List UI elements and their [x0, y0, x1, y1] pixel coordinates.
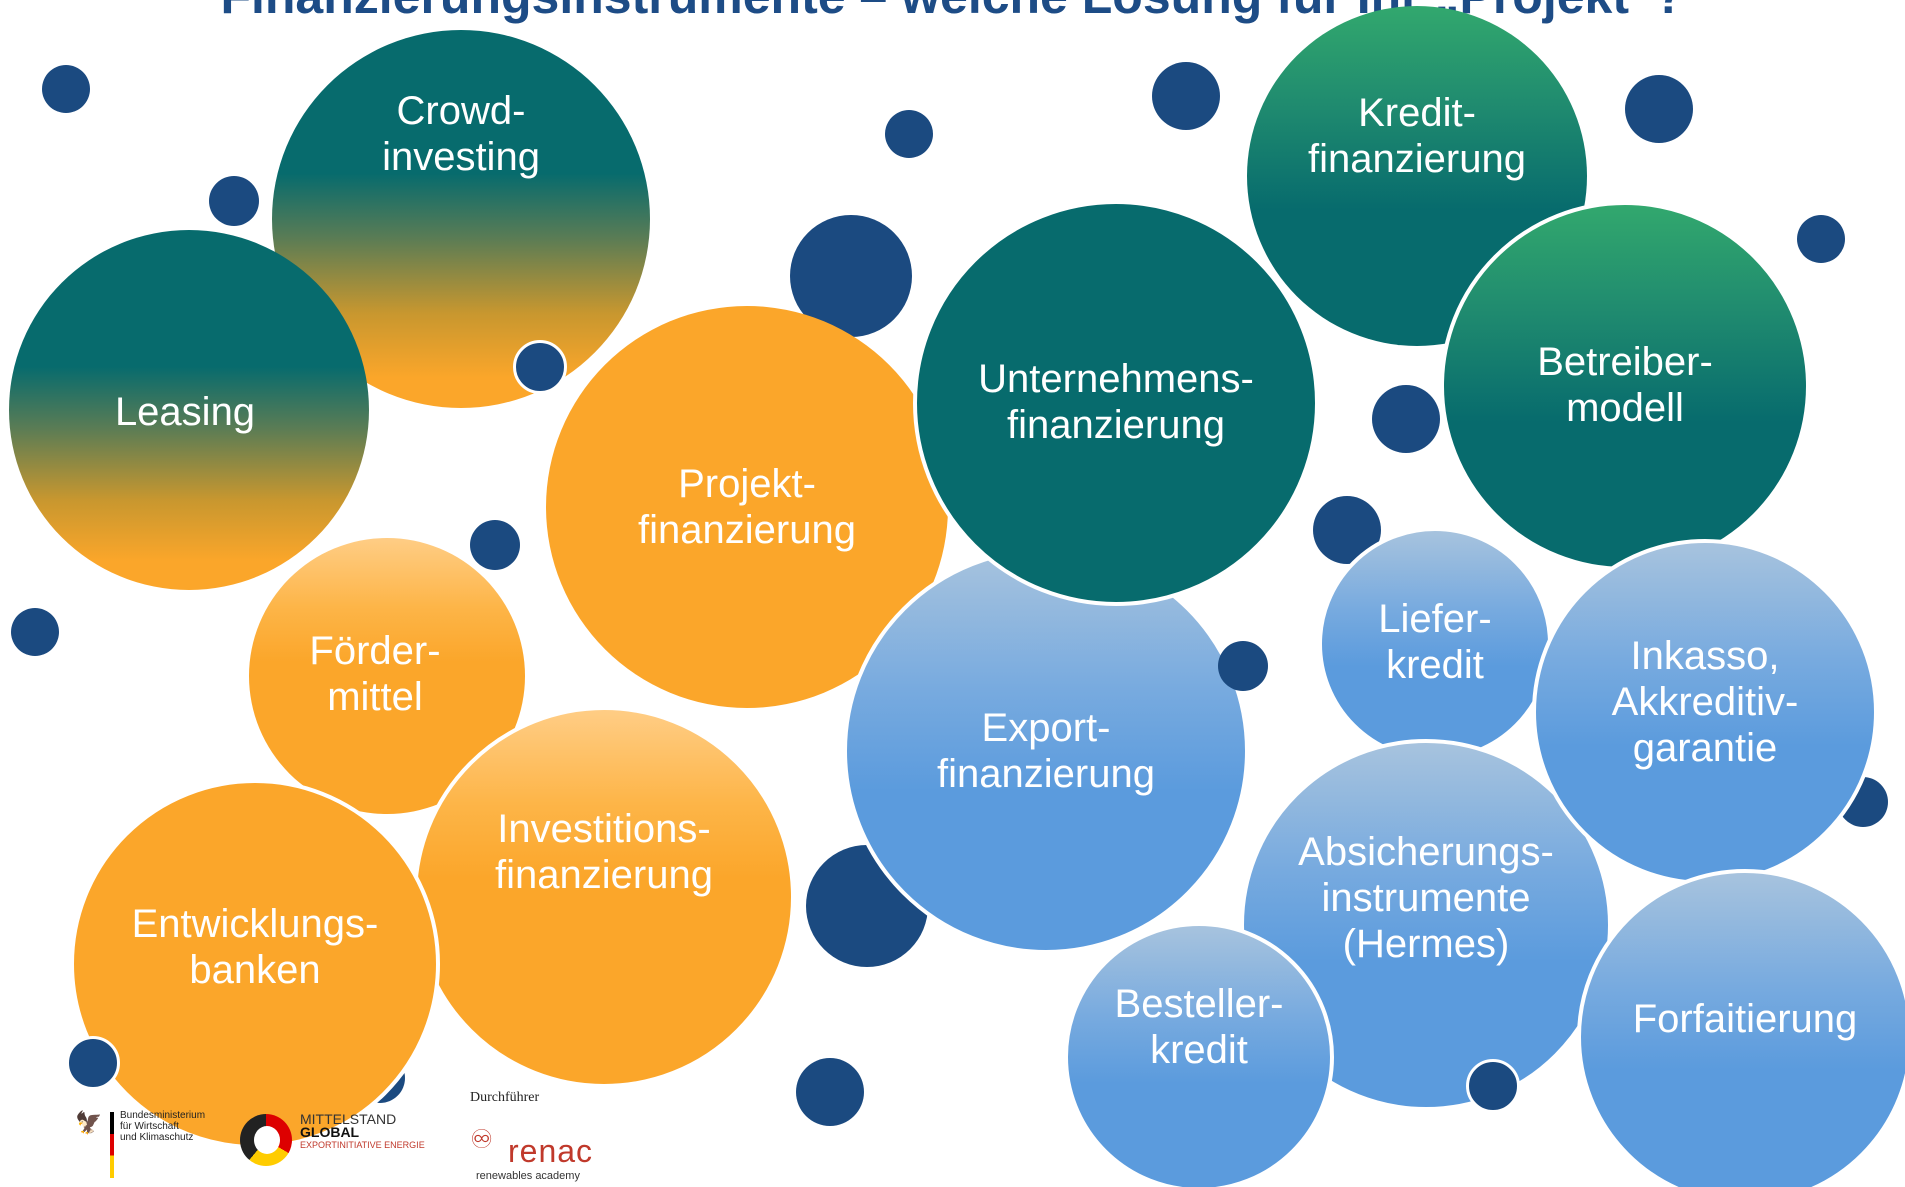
decor-dot	[42, 65, 90, 113]
bubble-label: Export- finanzierung	[937, 706, 1155, 796]
renac-subtitle: renewables academy	[476, 1170, 580, 1182]
decor-dot	[470, 520, 520, 570]
bubble-label: Projekt- finanzierung	[638, 462, 856, 552]
mg-line1: MITTELSTAND	[300, 1111, 397, 1127]
decor-dot	[1152, 62, 1220, 130]
bubble-label: Unternehmens- finanzierung	[978, 356, 1254, 447]
bubble-label: Liefer- kredit	[1378, 596, 1492, 687]
bmwk-logo: 🦅 Bundesministerium für Wirtschaft und K…	[75, 1110, 215, 1178]
bmwk-text: Bundesministerium für Wirtschaft und Kli…	[120, 1110, 206, 1143]
renac-icon: ♾	[470, 1124, 494, 1154]
bubble-unternehmensfinanzierung: Unternehmens- finanzierung	[913, 200, 1319, 606]
mittelstand-global-mark-icon	[240, 1114, 292, 1166]
decor-dot	[513, 340, 567, 394]
bubble-investitionsfinanzierung: Investitions- finanzierung	[413, 706, 795, 1088]
bubble-inkasso-akkreditivgarantie: Inkasso, Akkreditiv- garantie	[1532, 539, 1878, 885]
decor-dot	[1797, 215, 1845, 263]
eagle-icon: 🦅	[75, 1110, 103, 1135]
bubble-label: Forfaitierung	[1632, 996, 1858, 1041]
decor-dot	[209, 176, 259, 226]
decor-dot	[1625, 75, 1693, 143]
renac-logo: Durchführer ♾ renac renewables academy	[470, 1090, 620, 1187]
mg-line3: EXPORTINITIATIVE ENERGIE	[300, 1140, 425, 1150]
bubble-betreibermodell: Betreiber- modell	[1440, 201, 1810, 571]
decor-dot	[796, 1058, 864, 1126]
bubble-label: Leasing	[114, 389, 256, 434]
bubble-label: Crowd- investing	[382, 89, 540, 179]
bubble-leasing: Leasing	[9, 230, 369, 590]
decor-dot	[1372, 385, 1440, 453]
bubble-label: Kredit- finanzierung	[1308, 91, 1526, 181]
bubble-forfaitierung: Forfaitierung	[1577, 869, 1905, 1187]
flag-bar	[110, 1112, 114, 1178]
bubble-lieferkredit: Liefer- kredit	[1318, 527, 1552, 761]
mg-line2: GLOBAL	[300, 1124, 360, 1140]
bubble-exportfinanzierung: Export- finanzierung	[843, 548, 1249, 954]
bubble-entwicklungsbanken: Entwicklungs- banken	[70, 779, 440, 1149]
decor-dot	[885, 110, 933, 158]
bubble-label: Förder- mittel	[309, 629, 441, 719]
bubble-label: Investitions- finanzierung	[495, 807, 713, 897]
slide-title: Finanzierungsinstrumente – welche Lösung…	[0, 0, 1905, 24]
bubble-label: Inkasso, Akkreditiv- garantie	[1611, 634, 1799, 770]
decor-dot	[1466, 1059, 1520, 1113]
bubble-label: Absicherungs- instrumente (Hermes)	[1298, 829, 1554, 966]
mittelstand-global-logo: MITTELSTAND GLOBAL EXPORTINITIATIVE ENER…	[240, 1112, 440, 1172]
bubble-label: Entwicklungs- banken	[131, 902, 379, 992]
renac-name: renac	[508, 1133, 594, 1169]
durchfuehrer-label: Durchführer	[470, 1090, 540, 1105]
decor-dot	[1218, 641, 1268, 691]
bubble-label: Betreiber- modell	[1537, 339, 1713, 430]
bubble-label: Besteller- kredit	[1114, 982, 1284, 1072]
decor-dot	[66, 1036, 120, 1090]
decor-dot	[11, 608, 59, 656]
bubble-kreditfinanzierung: Kredit- finanzierung	[1247, 6, 1587, 346]
bubble-bestellerkredit: Besteller- kredit	[1064, 922, 1334, 1187]
